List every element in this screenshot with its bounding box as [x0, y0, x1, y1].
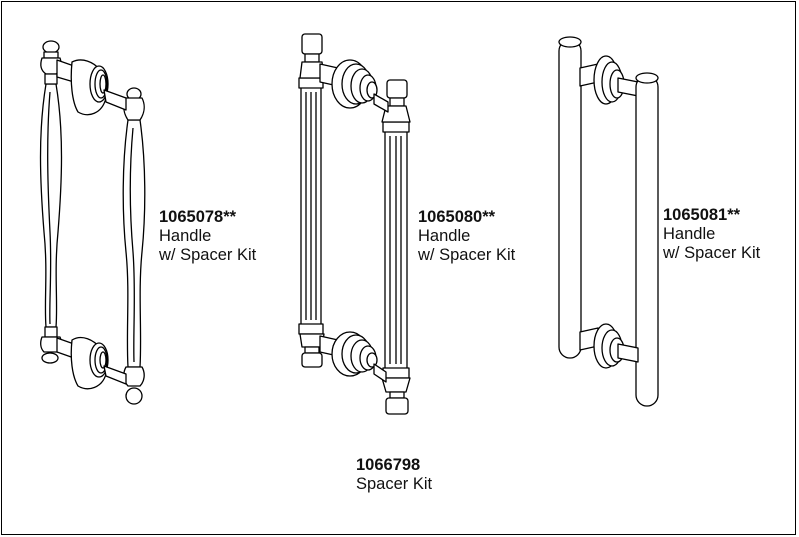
product-name: Handle: [418, 227, 471, 245]
spacer-kit-name: Spacer Kit: [356, 475, 433, 493]
product-label-1065080: 1065080** Handle w/ Spacer Kit: [418, 208, 515, 265]
handle-1065081-illustration: [558, 36, 659, 407]
product-code: 1065080**: [418, 208, 496, 226]
product-code: 1065081**: [663, 206, 741, 224]
spacer-kit-code: 1066798: [356, 456, 421, 474]
product-label-1065081: 1065081** Handle w/ Spacer Kit: [663, 206, 760, 263]
handle-1065078-illustration: [39, 40, 146, 405]
product-detail: w/ Spacer Kit: [418, 246, 516, 264]
product-label-1065078: 1065078** Handle w/ Spacer Kit: [159, 208, 256, 265]
product-detail: w/ Spacer Kit: [663, 244, 761, 262]
spacer-kit-label: 1066798 Spacer Kit: [356, 456, 432, 494]
product-code: 1065078**: [159, 208, 237, 226]
product-name: Handle: [663, 225, 716, 243]
handle-1065080-illustration: [298, 33, 411, 415]
product-detail: w/ Spacer Kit: [159, 246, 257, 264]
product-name: Handle: [159, 227, 212, 245]
